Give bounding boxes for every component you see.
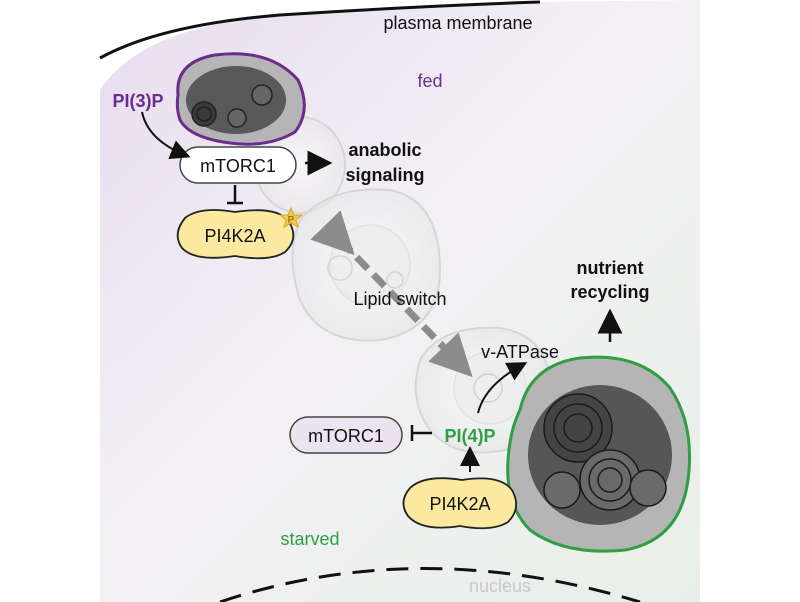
fed-label: fed [417, 71, 442, 91]
nucleus-envelope [219, 567, 641, 602]
fed-lumen-vesicle-1 [227, 108, 247, 128]
anabolic-label-line1: anabolic [348, 140, 421, 160]
mtorc1-top-shape [179, 146, 297, 184]
starved-whorl-2-ring-3 [597, 467, 623, 493]
starved-label: starved [280, 529, 339, 549]
plasma-membrane-label: plasma membrane [383, 13, 532, 33]
pi4k2a-top-label: PI4K2A [204, 226, 265, 246]
pi3p-label: PI(3)P [112, 91, 163, 111]
transition-vesicle-3-inner [473, 373, 503, 403]
mtorc1-top-label: mTORC1 [200, 156, 276, 176]
fed-lumen-whorl-1 [191, 101, 217, 127]
nutrient-label-line2: recycling [570, 282, 649, 302]
nucleus-label: nucleus [469, 576, 531, 596]
fed-lumen-vesicle-2 [251, 84, 273, 106]
transition-vesicle-3-lumen [453, 351, 527, 425]
phospho-label: P [288, 215, 295, 226]
v-atpase-label: v-ATPase [481, 342, 559, 362]
starved-lumen-vesicle-2 [629, 469, 667, 507]
fed-lumen-whorl-2 [196, 106, 212, 122]
pi4k2a-bottom-shape [402, 477, 518, 530]
arrow-pi3p-to-mtorc1 [141, 111, 191, 160]
mtorc1-bottom-label: mTORC1 [308, 426, 384, 446]
pi4k2a-bottom-label: PI4K2A [429, 494, 490, 514]
starved-whorl-2-ring-2 [588, 458, 632, 502]
starved-whorl-1-ring-3 [563, 413, 593, 443]
anabolic-label-line2: signaling [345, 165, 424, 185]
mtorc1-bottom-shape [289, 416, 403, 454]
lipid-switch-label: Lipid switch [353, 289, 446, 309]
pi4p-label: PI(4)P [444, 426, 495, 446]
nutrient-label-line1: nutrient [577, 258, 644, 278]
arrow-pi4p-to-vatpase [477, 362, 528, 414]
starved-whorl-1-ring-2 [553, 403, 603, 453]
phospho-star-shape [278, 206, 304, 229]
lipid-switch-arrow [310, 210, 473, 378]
plasma-membrane-line [99, 0, 541, 60]
starved-lumen-vesicle-1 [543, 471, 581, 509]
pi4k2a-top-shape [176, 209, 295, 260]
